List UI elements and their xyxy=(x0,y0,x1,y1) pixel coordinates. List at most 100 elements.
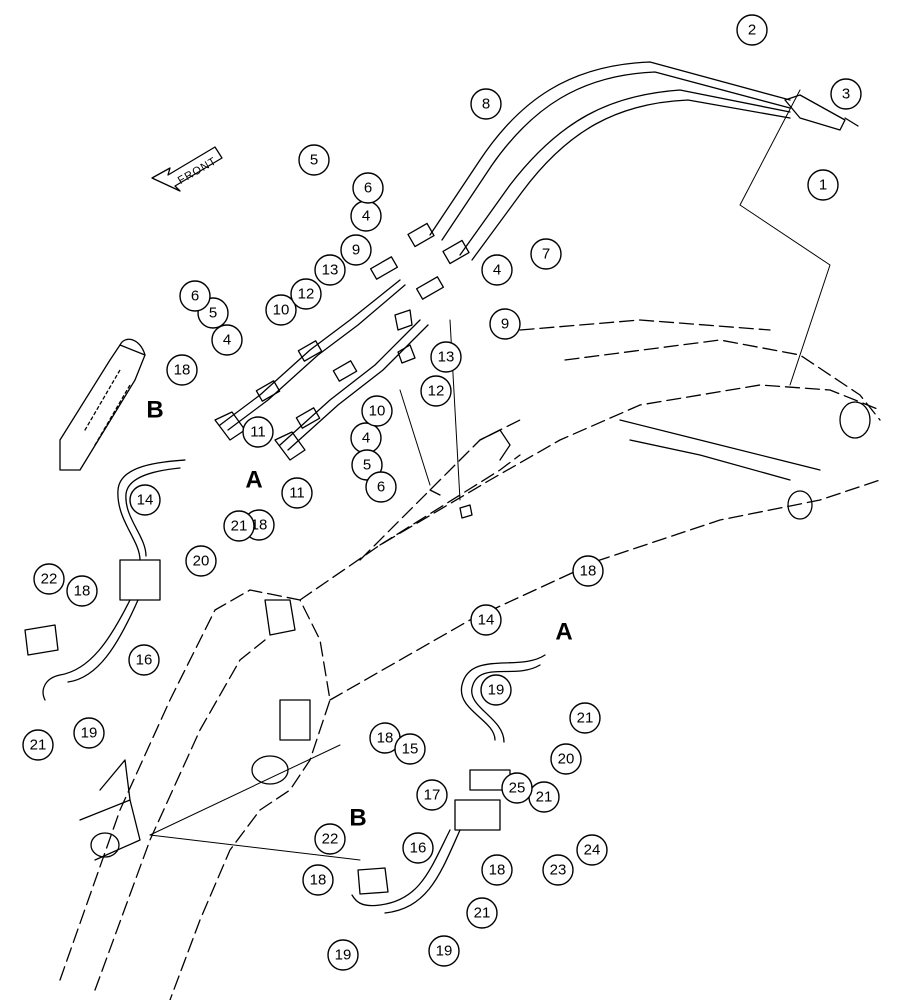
callout-circle xyxy=(314,823,346,855)
callout-circle xyxy=(489,308,521,340)
callout-4: 4 xyxy=(211,324,243,356)
callout-circle xyxy=(394,733,426,765)
callout-number: 21 xyxy=(577,710,594,727)
callout-24: 24 xyxy=(576,834,608,866)
callout-number: 21 xyxy=(536,789,553,806)
callout-number: 5 xyxy=(363,457,371,474)
callout-circle xyxy=(416,779,448,811)
callout-number: 14 xyxy=(478,612,495,629)
callout-circle xyxy=(481,254,513,286)
callout-3: 3 xyxy=(830,78,862,110)
callout-circle xyxy=(179,280,211,312)
callout-number: 5 xyxy=(209,305,217,322)
callout-6: 6 xyxy=(352,172,384,204)
callout-circle xyxy=(298,144,330,176)
callout-number: 18 xyxy=(251,517,268,534)
callout-circle xyxy=(481,854,513,886)
callout-circle xyxy=(572,555,604,587)
callout-25: 25 xyxy=(501,772,533,804)
callout-18: 18 xyxy=(302,864,334,896)
callout-number: 8 xyxy=(482,96,490,113)
callout-circle xyxy=(73,717,105,749)
callout-number: 18 xyxy=(174,362,191,379)
callout-circle xyxy=(501,772,533,804)
callout-circle xyxy=(470,604,502,636)
callout-number: 22 xyxy=(322,831,339,848)
callout-circle xyxy=(314,254,346,286)
callout-number: 19 xyxy=(81,725,98,742)
callout-19: 19 xyxy=(73,717,105,749)
callout-number: 11 xyxy=(289,485,305,502)
callout-number: 4 xyxy=(493,262,501,279)
callout-number: 17 xyxy=(424,787,441,804)
callout-circle xyxy=(302,864,334,896)
callout-21: 21 xyxy=(223,510,255,542)
callout-number: 9 xyxy=(501,316,509,333)
callout-number: 6 xyxy=(377,479,385,496)
callout-number: 21 xyxy=(231,518,248,535)
callout-circle xyxy=(128,644,160,676)
callout-circle xyxy=(530,238,562,270)
callout-18: 18 xyxy=(369,722,401,754)
callout-number: 21 xyxy=(30,737,47,754)
callout-circle xyxy=(430,341,462,373)
callout-number: 20 xyxy=(193,553,210,570)
callout-14: 14 xyxy=(470,604,502,636)
callout-13: 13 xyxy=(314,254,346,286)
callout-2: 2 xyxy=(736,14,768,46)
callout-circle xyxy=(466,897,498,929)
callout-circle xyxy=(281,477,313,509)
callout-10: 10 xyxy=(265,294,297,326)
callout-11: 11 xyxy=(281,477,313,509)
callout-4: 4 xyxy=(481,254,513,286)
callout-number: 20 xyxy=(558,751,575,768)
callout-4: 4 xyxy=(350,200,382,232)
callout-9: 9 xyxy=(340,234,372,266)
callout-circle xyxy=(576,834,608,866)
callout-number: 13 xyxy=(322,262,339,279)
callout-circle xyxy=(365,471,397,503)
callout-circle xyxy=(290,278,322,310)
callout-15: 15 xyxy=(394,733,426,765)
callout-number: 25 xyxy=(509,780,526,797)
callout-circle xyxy=(402,832,434,864)
callout-12: 12 xyxy=(290,278,322,310)
callout-circle xyxy=(66,575,98,607)
callout-circle xyxy=(33,563,65,595)
callout-16: 16 xyxy=(402,832,434,864)
callout-number: 4 xyxy=(362,430,370,447)
callout-6: 6 xyxy=(179,280,211,312)
callout-circle xyxy=(211,324,243,356)
detail-letter-a: A xyxy=(245,467,262,494)
callout-circle xyxy=(242,416,274,448)
callout-number: 19 xyxy=(335,947,352,964)
callout-9: 9 xyxy=(489,308,521,340)
callout-12: 12 xyxy=(420,375,452,407)
callout-number: 12 xyxy=(428,383,445,400)
callout-circle xyxy=(480,674,512,706)
callout-10: 10 xyxy=(361,395,393,427)
callout-number: 3 xyxy=(842,86,850,103)
callout-circle xyxy=(550,743,582,775)
callout-7: 7 xyxy=(530,238,562,270)
detail-letter-a: A xyxy=(555,619,572,646)
callout-19: 19 xyxy=(327,939,359,971)
callout-18: 18 xyxy=(481,854,513,886)
detail-letter-b: B xyxy=(146,397,163,424)
callout-number: 24 xyxy=(584,842,601,859)
callout-number: 14 xyxy=(137,492,154,509)
callout-21: 21 xyxy=(466,897,498,929)
callout-14: 14 xyxy=(129,484,161,516)
callout-circle xyxy=(428,935,460,967)
callout-circle xyxy=(736,14,768,46)
callout-circle xyxy=(352,172,384,204)
callout-circle xyxy=(327,939,359,971)
detail-letter-b: B xyxy=(349,805,366,832)
callout-number: 9 xyxy=(352,242,360,259)
callout-number: 18 xyxy=(489,862,506,879)
callout-number: 5 xyxy=(310,152,318,169)
bucket-attachment xyxy=(59,338,146,471)
callout-number: 10 xyxy=(273,302,290,319)
boom-outline xyxy=(59,319,881,1000)
front-label: FRONT xyxy=(176,155,219,187)
